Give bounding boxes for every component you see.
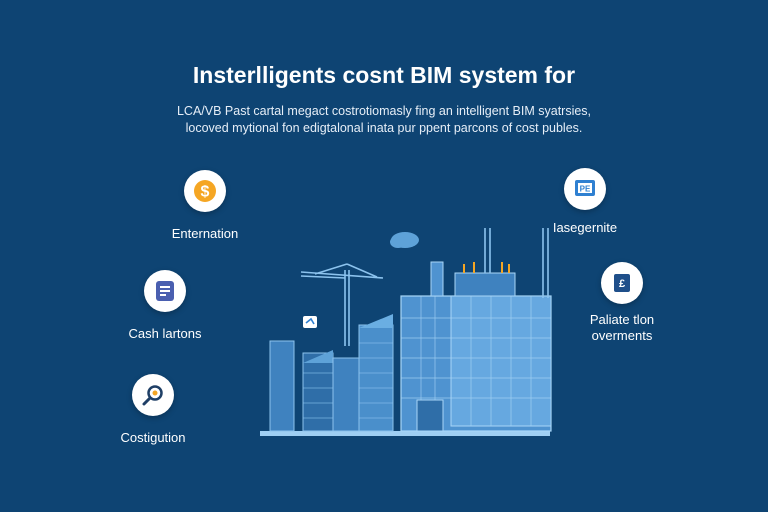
monitor-icon: PE [564,168,606,210]
feature-label-line-2: overments [591,328,653,343]
feature-paliate-tlon[interactable]: £ Paliate tlon overments [566,262,678,344]
document-icon [144,270,186,312]
page-subtitle: LCA/VB Past cartal megact costrotiomasly… [90,103,678,137]
feature-costigution[interactable]: Costigution [98,374,208,446]
feature-iasegernite[interactable]: PE Iasegernite [530,168,640,236]
cloud-icon [390,232,419,248]
feature-label: Paliate tlon overments [566,312,678,344]
svg-text:PE: PE [580,185,591,194]
gear-magnifier-icon [132,374,174,416]
cost-tag-icon: £ [601,262,643,304]
feature-label: Iasegernite [552,220,618,235]
dollar-icon: $ [184,170,226,212]
feature-cash-lartons[interactable]: Cash lartons [108,270,222,342]
feature-label: Enternation [171,226,239,241]
subtitle-line-2: locoved mytional fon edigtalonal inata p… [185,121,583,135]
cart-icon [303,316,317,328]
subtitle-line-1: LCA/VB Past cartal megact costrotiomasly… [176,104,592,118]
svg-text:£: £ [619,278,625,290]
svg-text:$: $ [201,184,210,201]
construction-illustration [255,198,565,443]
page-title: Insterlligents cosnt BIM system for [192,62,576,88]
feature-label: Cash lartons [128,326,202,341]
feature-label-line-1: Paliate tlon [589,312,655,327]
feature-enternation[interactable]: $ Enternation [150,170,260,242]
feature-label: Costigution [120,430,186,445]
